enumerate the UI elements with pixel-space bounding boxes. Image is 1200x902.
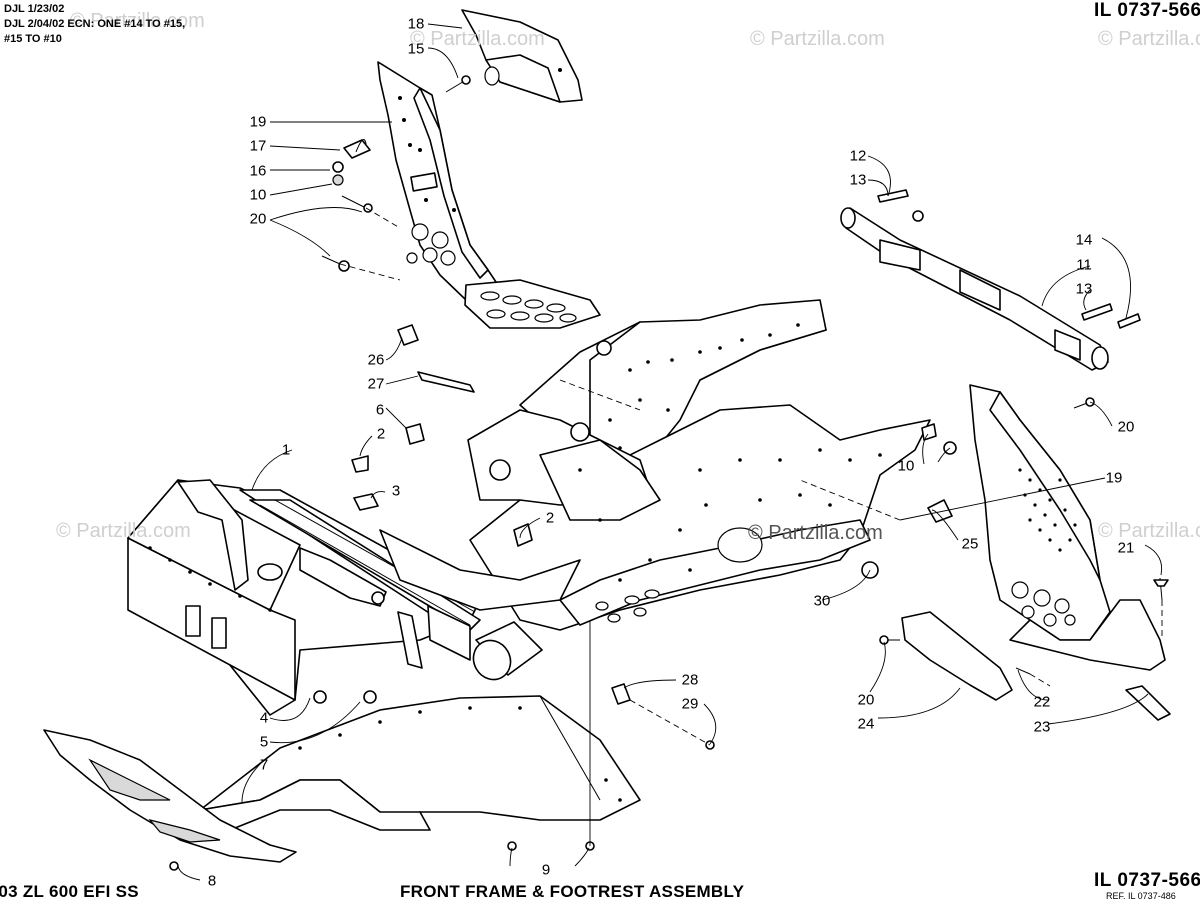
callout-26: 26 <box>367 351 385 369</box>
callout-18: 18 <box>407 15 425 33</box>
callout-21: 21 <box>1117 539 1135 557</box>
callout-6: 6 <box>375 401 385 419</box>
callout-24: 24 <box>857 715 875 733</box>
watermark-center: © Partzilla.com <box>748 522 883 544</box>
belly-pan <box>199 695 641 831</box>
callout-9: 9 <box>541 861 551 879</box>
callout-22: 22 <box>1033 693 1051 711</box>
tread-dimples <box>1018 468 1077 552</box>
callout-20: 20 <box>1117 418 1135 436</box>
callout-19: 19 <box>249 113 267 131</box>
leader-lines <box>177 23 1163 881</box>
callout-10: 10 <box>897 457 915 475</box>
model-label: '03 ZL 600 EFI SS <box>0 882 139 901</box>
callout-17: 17 <box>249 137 267 155</box>
small-hardware <box>169 324 715 871</box>
illustration-ref-top: IL 0737-566 <box>1094 0 1200 21</box>
callout-28: 28 <box>681 671 699 689</box>
watermark: © Partzilla.com <box>1098 520 1200 542</box>
callout-11: 11 <box>1076 256 1092 274</box>
callout-16: 16 <box>249 162 267 180</box>
callout-27: 27 <box>367 375 385 393</box>
callout-19: 19 <box>1105 469 1123 487</box>
callout-2: 2 <box>545 509 555 527</box>
callout-13: 13 <box>849 171 867 189</box>
callout-12: 12 <box>849 147 867 165</box>
reference-note: REF. IL 0737-486 <box>1106 891 1176 901</box>
callout-30: 30 <box>813 592 831 610</box>
callout-5: 5 <box>259 733 269 751</box>
footrest-left <box>377 61 601 329</box>
callout-1: 1 <box>281 441 291 459</box>
revision-note-2: DJL 2/04/02 ECN: ONE #14 TO #15, <box>4 18 186 30</box>
callout-2: 2 <box>376 425 386 443</box>
watermark: © Partzilla.com <box>750 28 885 50</box>
steering-tube <box>840 189 1141 371</box>
footrest-right <box>861 384 1171 721</box>
illustration-ref-bottom: IL 0737-566 <box>1094 870 1200 891</box>
callout-3: 3 <box>391 482 401 500</box>
revision-note-3: #15 TO #10 <box>4 33 62 45</box>
callout-29: 29 <box>681 695 699 713</box>
part-18-bracket <box>461 9 583 103</box>
callout-4: 4 <box>259 709 269 727</box>
revision-note-1: DJL 1/23/02 <box>4 3 65 15</box>
callout-14: 14 <box>1075 231 1093 249</box>
callout-23: 23 <box>1033 718 1051 736</box>
front-bumper-assembly <box>127 479 581 716</box>
callout-20: 20 <box>857 691 875 709</box>
assembly-title: FRONT FRAME & FOOTREST ASSEMBLY <box>400 882 745 901</box>
callout-8: 8 <box>207 872 217 890</box>
callout-10: 10 <box>249 186 267 204</box>
watermark: © Partzilla.com <box>70 10 205 32</box>
watermark: © Partzilla.com <box>1098 28 1200 50</box>
frame-rivets <box>578 323 882 582</box>
callout-15: 15 <box>407 40 425 58</box>
callout-20: 20 <box>249 210 267 228</box>
watermark: © Partzilla.com <box>56 520 191 542</box>
nose-guard <box>43 729 297 863</box>
watermark: © Partzilla.com <box>410 28 545 50</box>
callout-13: 13 <box>1075 280 1093 298</box>
footrest-hardware <box>321 75 471 272</box>
callout-25: 25 <box>961 535 979 553</box>
callout-7: 7 <box>259 756 269 774</box>
main-frame <box>467 299 931 681</box>
